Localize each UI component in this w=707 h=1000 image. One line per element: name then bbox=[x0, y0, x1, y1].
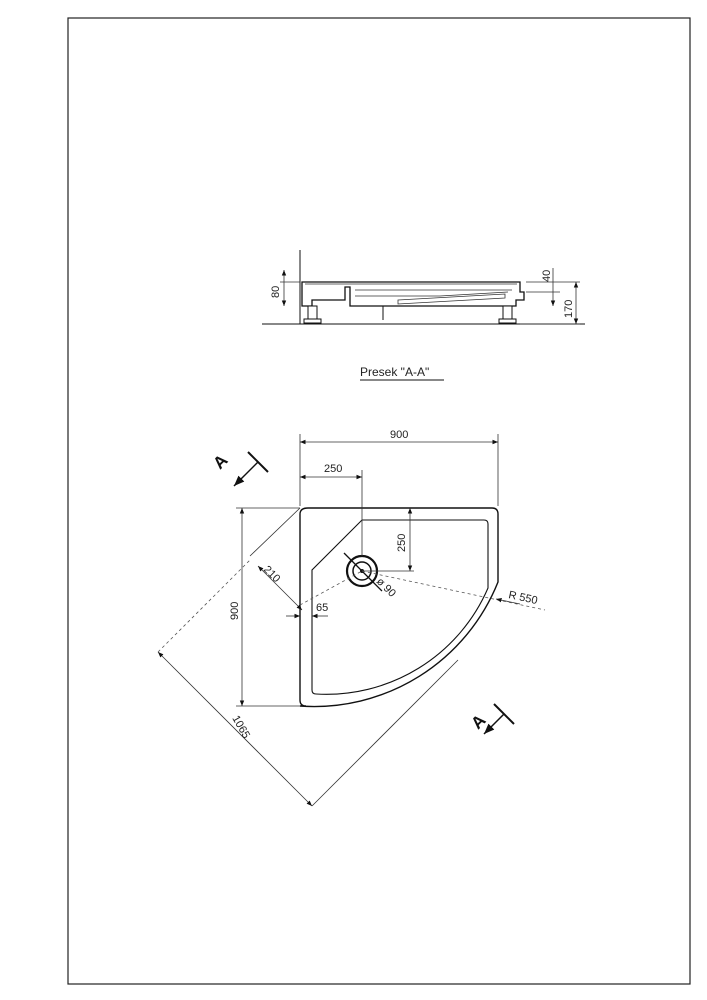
section-marker-bottom: A bbox=[467, 703, 515, 735]
dim-label-170: 170 bbox=[563, 300, 575, 318]
dim-label-drain-x: 250 bbox=[324, 463, 342, 475]
tray-inner-outline bbox=[311, 519, 489, 695]
dim-label-height-900: 900 bbox=[229, 602, 241, 620]
ext-line-dashed bbox=[157, 559, 251, 653]
drain-diameter-line bbox=[343, 552, 383, 592]
support-foot-right-base bbox=[498, 318, 517, 324]
radius-leader bbox=[361, 570, 546, 611]
dim-label-width-900: 900 bbox=[390, 429, 408, 441]
tray-slope bbox=[397, 293, 506, 305]
dim-label-drain-diameter: ø 90 bbox=[374, 576, 398, 600]
support-foot-left-base bbox=[303, 318, 322, 324]
radius-arrow bbox=[495, 597, 521, 605]
diag-guide bbox=[299, 570, 363, 606]
tray-outer-outline bbox=[299, 507, 499, 708]
plan-view: ø 90 900 250 250 R 550 900 210 65 bbox=[157, 429, 546, 807]
dim-label-40: 40 bbox=[541, 270, 553, 282]
support-foot-right bbox=[502, 305, 513, 320]
tray-section-outline bbox=[301, 281, 525, 307]
tray-section-inner bbox=[305, 283, 517, 297]
ext-line bbox=[311, 659, 459, 807]
section-letter-top: A bbox=[209, 451, 231, 473]
dim-label-radius: R 550 bbox=[507, 589, 538, 607]
dim-label-80: 80 bbox=[270, 286, 282, 298]
dim-label-65: 65 bbox=[316, 602, 328, 614]
dim-label-diag-210: 210 bbox=[261, 564, 282, 585]
section-letter-bottom: A bbox=[467, 711, 489, 733]
section-marker-top: A bbox=[209, 451, 269, 487]
section-view: 80 40 170 bbox=[262, 250, 585, 325]
dim-label-drain-y: 250 bbox=[396, 534, 408, 552]
ext-line bbox=[249, 507, 301, 557]
support-foot-left bbox=[307, 305, 318, 320]
section-caption: Presek "A-A" bbox=[360, 365, 429, 379]
dim-line-diag-1065 bbox=[157, 651, 313, 807]
dim-line-diag-210 bbox=[257, 565, 303, 611]
drawing-frame bbox=[67, 17, 691, 985]
